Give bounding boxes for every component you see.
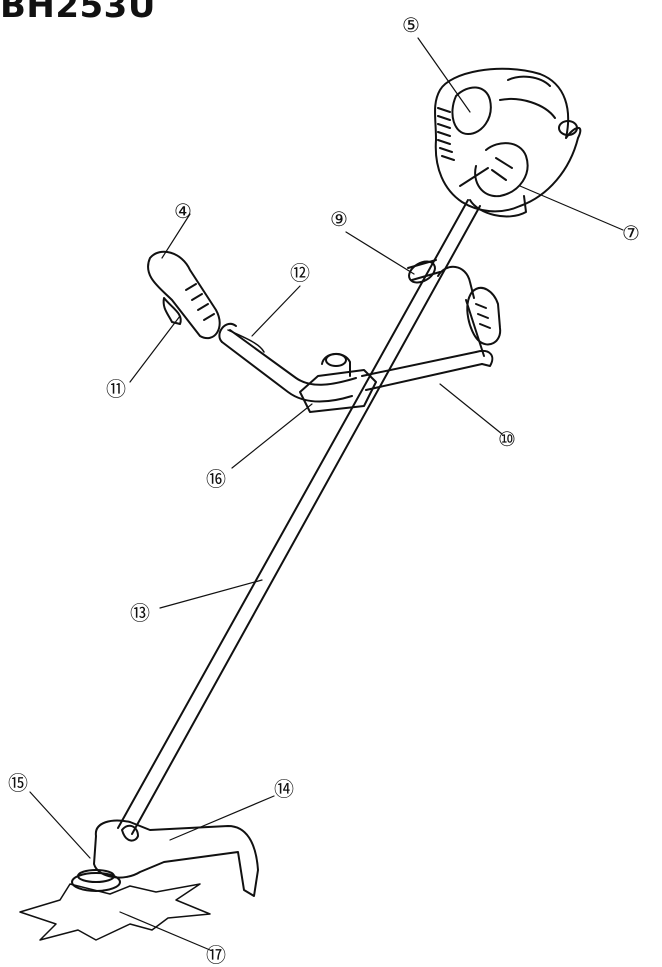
callout-13: ⑬: [130, 601, 150, 625]
callout-5: ⑤: [402, 13, 420, 37]
leader-lines: [29, 37, 624, 951]
callout-9: ⑨: [330, 207, 348, 231]
right-handlebar: [361, 266, 502, 391]
cutting-head: [19, 819, 259, 941]
callout-15: ⑮: [8, 771, 28, 795]
callout-11: ⑪: [106, 377, 126, 401]
shaft-clamp: [407, 259, 441, 284]
callout-4: ④: [174, 199, 192, 223]
callout-7: ⑦: [622, 221, 640, 245]
callout-14: ⑭: [274, 777, 294, 801]
left-handlebar: [147, 250, 357, 403]
handlebar-holder: [299, 353, 377, 413]
model-title: BH253U: [0, 0, 156, 26]
drive-shaft: [117, 199, 481, 835]
callout-10: ⑩: [498, 427, 516, 451]
callout-17: ⑰: [206, 943, 226, 967]
engine-unit: [434, 67, 582, 218]
callout-16: ⑯: [206, 467, 226, 491]
callout-12: ⑫: [290, 261, 310, 285]
callout-labels: ④ ⑤ ⑦ ⑨ ⑩ ⑪ ⑫ ⑬ ⑭ ⑮ ⑯ ⑰: [8, 13, 640, 967]
